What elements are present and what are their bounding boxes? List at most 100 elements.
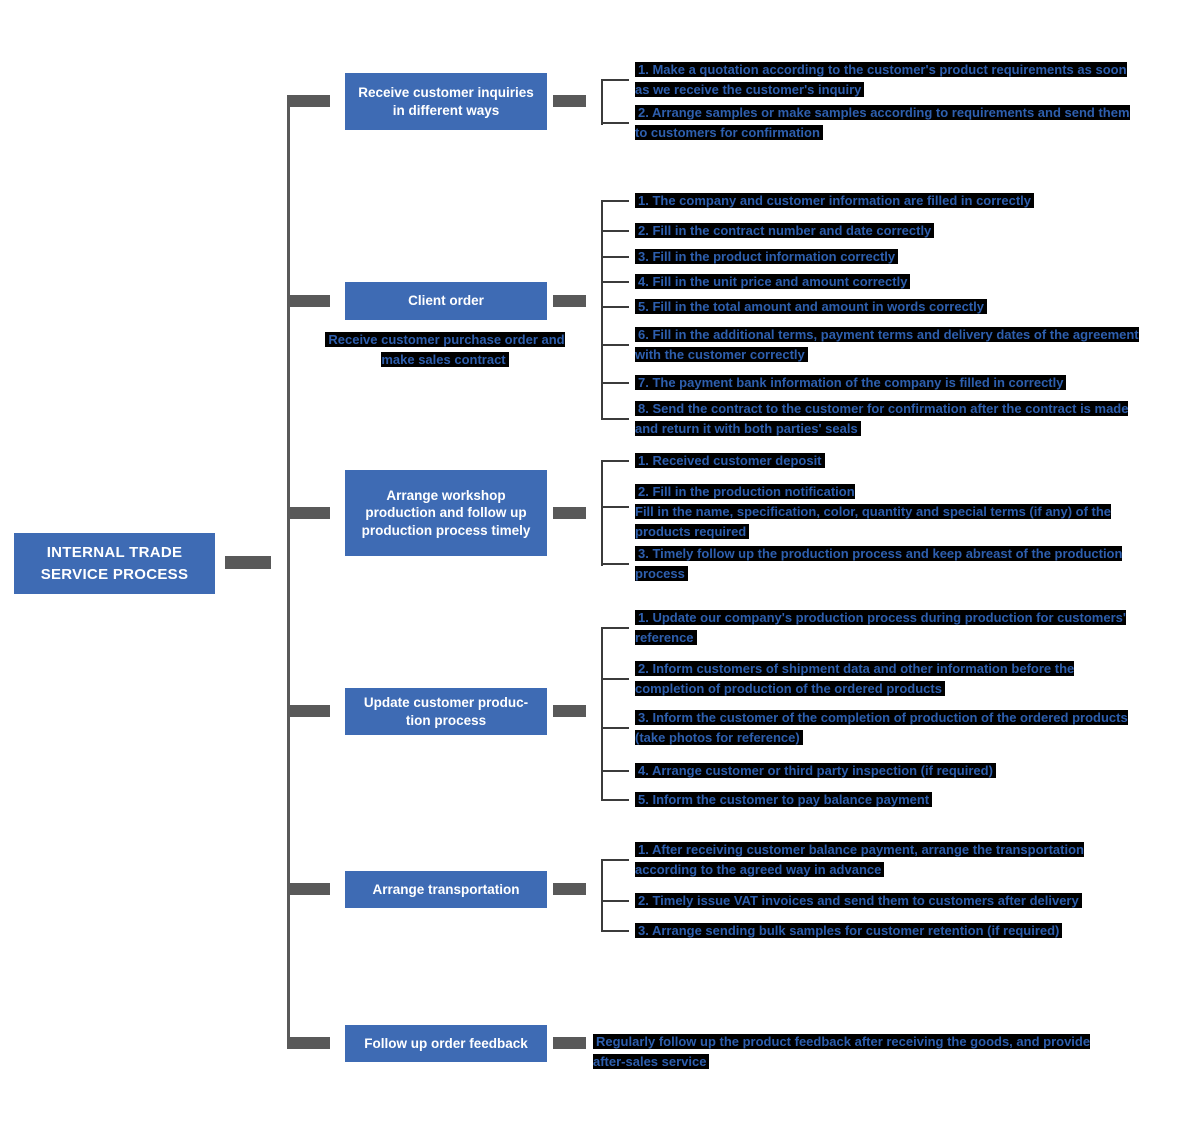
branch1-tick — [601, 122, 629, 124]
branch4-node: Update customer produc-tion process — [345, 688, 547, 735]
branch4-step-3: 3. Inform the customer of the completion… — [635, 708, 1140, 748]
branch2-step-1-text: 1. The company and customer information … — [635, 193, 1034, 208]
branch2-tick — [601, 230, 629, 232]
branch4-step-3-text: 3. Inform the customer of the completion… — [635, 710, 1128, 745]
branch2-step-6-text: 6. Fill in the additional terms, payment… — [635, 327, 1139, 362]
branch4-right-connector — [553, 705, 586, 717]
branch4-node-label: Update customer produc-tion process — [363, 694, 529, 728]
branch3-bracket-line — [601, 460, 603, 566]
branch2-step-7: 7. The payment bank information of the c… — [635, 373, 1140, 393]
branch5-right-connector — [553, 883, 586, 895]
branch2-tick — [601, 418, 629, 420]
branch4-left-connector — [287, 705, 330, 717]
branch5-tick — [601, 900, 629, 902]
branch5-tick — [601, 859, 629, 861]
root-connector-bar — [225, 556, 271, 569]
branch6-node: Follow up order feedback — [345, 1025, 547, 1062]
branch2-tick — [601, 200, 629, 202]
branch1-right-connector — [553, 95, 586, 107]
branch2-step-6: 6. Fill in the additional terms, payment… — [635, 325, 1140, 365]
branch4-tick — [601, 727, 629, 729]
branch4-step-4-text: 4. Arrange customer or third party inspe… — [635, 763, 996, 778]
branch2-step-4: 4. Fill in the unit price and amount cor… — [635, 272, 1140, 292]
branch6-node-label: Follow up order feedback — [364, 1035, 528, 1051]
branch2-bracket-line — [601, 200, 603, 420]
branch2-step-2-text: 2. Fill in the contract number and date … — [635, 223, 935, 238]
branch2-step-7-text: 7. The payment bank information of the c… — [635, 375, 1067, 390]
branch1-node: Receive customer inquiries in different … — [345, 73, 547, 130]
branch1-step-1: 1. Make a quotation according to the cus… — [635, 60, 1140, 100]
branch2-sublabel-text: Receive customer purchase order and make… — [325, 332, 565, 367]
branch2-sublabel: Receive customer purchase order and make… — [325, 330, 565, 370]
branch5-step-1: 1. After receiving customer balance paym… — [635, 840, 1140, 880]
branch5-step-3: 3. Arrange sending bulk samples for cust… — [635, 921, 1140, 941]
branch6-step-1: Regularly follow up the product feedback… — [593, 1032, 1108, 1072]
branch2-step-2: 2. Fill in the contract number and date … — [635, 221, 1140, 241]
branch2-step-8: 8. Send the contract to the customer for… — [635, 399, 1140, 439]
branch1-step-2: 2. Arrange samples or make samples accor… — [635, 103, 1140, 143]
branch5-tick — [601, 930, 629, 932]
branch2-left-connector — [287, 295, 330, 307]
branch3-step-1-text: 1. Received customer deposit — [635, 453, 825, 468]
branch3-step-1: 1. Received customer deposit — [635, 451, 1140, 471]
branch1-node-label: Receive customer inquiries in different … — [358, 84, 534, 118]
branch3-step-3: 3. Timely follow up the production proce… — [635, 544, 1140, 584]
branch5-left-connector — [287, 883, 330, 895]
branch4-step-2: 2. Inform customers of shipment data and… — [635, 659, 1140, 699]
branch6-right-connector — [553, 1037, 586, 1049]
branch2-tick — [601, 256, 629, 258]
branch2-step-8-text: 8. Send the contract to the customer for… — [635, 401, 1129, 436]
branch2-tick — [601, 281, 629, 283]
branch5-step-3-text: 3. Arrange sending bulk samples for cust… — [635, 923, 1063, 938]
branch4-step-1-text: 1. Update our company's production proce… — [635, 610, 1126, 645]
branch3-right-connector — [553, 507, 586, 519]
branch1-tick — [601, 79, 629, 81]
branch2-step-5: 5. Fill in the total amount and amount i… — [635, 297, 1140, 317]
trunk-line — [287, 96, 290, 1048]
branch3-step-2: 2. Fill in the production notification F… — [635, 482, 1140, 542]
branch6-left-connector — [287, 1037, 330, 1049]
branch3-tick — [601, 460, 629, 462]
branch6-step-1-text: Regularly follow up the product feedback… — [593, 1034, 1091, 1069]
branch3-step-2-text: 2. Fill in the production notification F… — [635, 484, 1112, 539]
branch2-step-1: 1. The company and customer information … — [635, 191, 1140, 211]
branch5-node: Arrange transportation — [345, 871, 547, 908]
branch2-node: Client order — [345, 282, 547, 320]
branch5-step-2-text: 2. Timely issue VAT invoices and send th… — [635, 893, 1082, 908]
branch5-step-1-text: 1. After receiving customer balance paym… — [635, 842, 1084, 877]
branch3-step-3-text: 3. Timely follow up the production proce… — [635, 546, 1123, 581]
branch2-step-3: 3. Fill in the product information corre… — [635, 247, 1140, 267]
branch5-bracket-line — [601, 859, 603, 932]
branch2-right-connector — [553, 295, 586, 307]
branch1-bracket-line — [601, 79, 603, 125]
branch4-tick — [601, 770, 629, 772]
root-node-label: INTERNAL TRADE SERVICE PROCESS — [40, 543, 189, 583]
branch1-step-2-text: 2. Arrange samples or make samples accor… — [635, 105, 1130, 140]
branch4-bracket-line — [601, 627, 603, 801]
branch4-step-5-text: 5. Inform the customer to pay balance pa… — [635, 792, 933, 807]
branch2-step-5-text: 5. Fill in the total amount and amount i… — [635, 299, 987, 314]
branch3-node-label: Arrange workshop production and follow u… — [361, 487, 531, 538]
branch3-tick — [601, 563, 629, 565]
branch2-tick — [601, 344, 629, 346]
branch3-left-connector — [287, 507, 330, 519]
branch1-left-connector — [287, 95, 330, 107]
branch4-tick — [601, 627, 629, 629]
branch4-tick — [601, 799, 629, 801]
branch2-tick — [601, 382, 629, 384]
branch5-node-label: Arrange transportation — [372, 881, 520, 897]
branch2-step-3-text: 3. Fill in the product information corre… — [635, 249, 899, 264]
branch2-tick — [601, 306, 629, 308]
branch2-node-label: Client order — [408, 293, 484, 309]
branch3-tick — [601, 506, 629, 508]
branch4-step-2-text: 2. Inform customers of shipment data and… — [635, 661, 1075, 696]
branch5-step-2: 2. Timely issue VAT invoices and send th… — [635, 891, 1140, 911]
branch4-step-4: 4. Arrange customer or third party inspe… — [635, 761, 1140, 781]
root-node: INTERNAL TRADE SERVICE PROCESS — [14, 533, 215, 594]
branch4-step-1: 1. Update our company's production proce… — [635, 608, 1140, 648]
branch4-tick — [601, 678, 629, 680]
branch3-node: Arrange workshop production and follow u… — [345, 470, 547, 556]
branch1-step-1-text: 1. Make a quotation according to the cus… — [635, 62, 1127, 97]
branch4-step-5: 5. Inform the customer to pay balance pa… — [635, 790, 1140, 810]
